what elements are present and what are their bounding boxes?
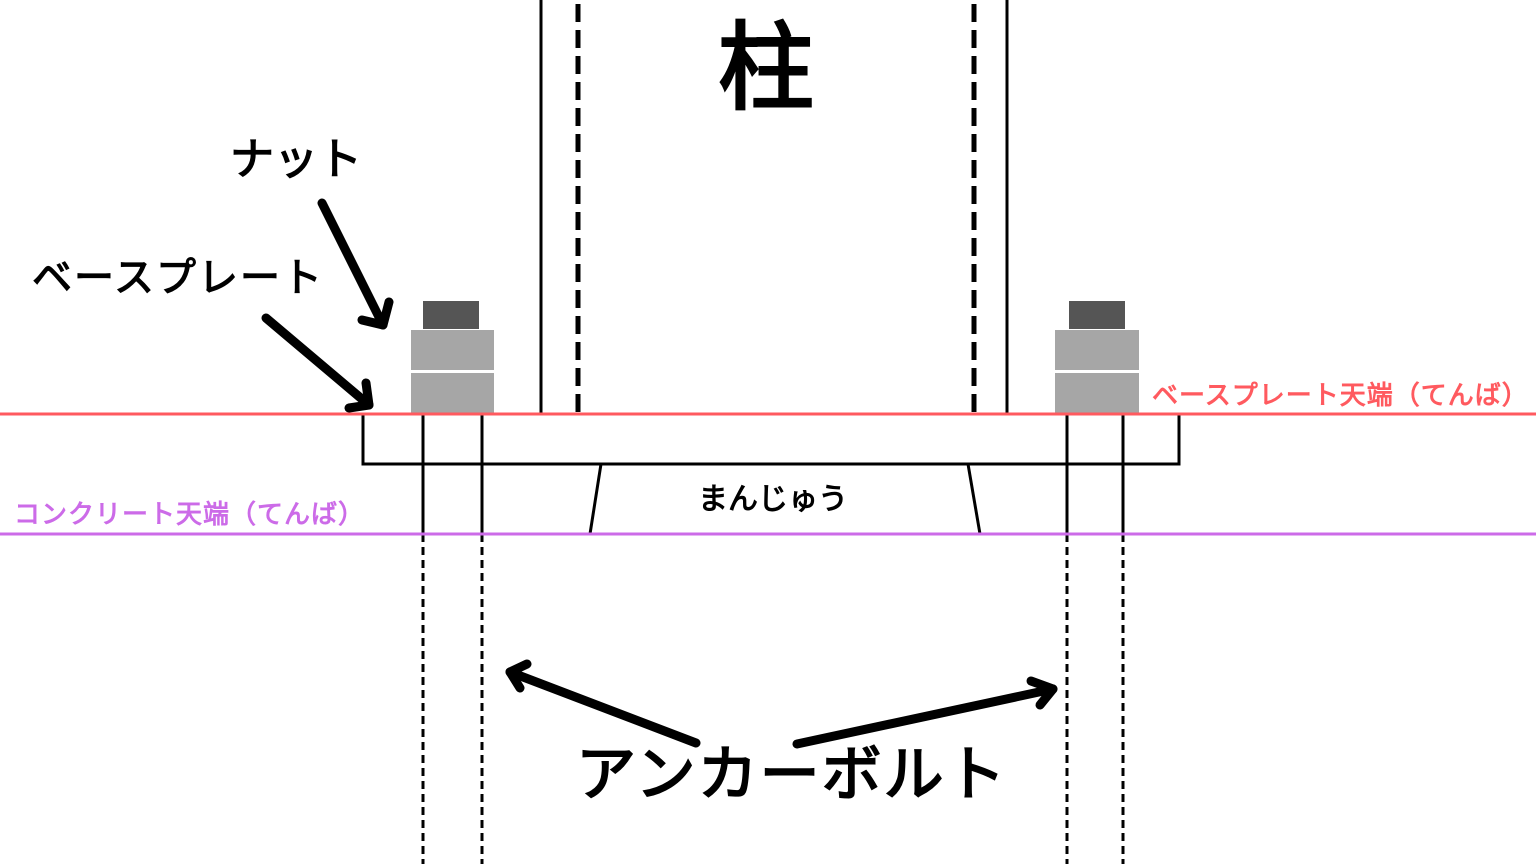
nut-label: ナット <box>230 134 362 185</box>
base-plate-top-label: ベースプレート天端（てんば） <box>1152 381 1529 411</box>
anchor-bolt-label: アンカーボルト <box>576 740 1008 810</box>
column-label: 柱 <box>718 12 814 124</box>
column <box>539 0 1009 414</box>
concrete-top-label: コンクリート天端（てんば） <box>14 500 366 530</box>
nut-right <box>1055 301 1139 414</box>
arrow-nut-icon <box>317 198 394 330</box>
manju-label: まんじゅう <box>698 482 848 517</box>
nut-left <box>411 301 494 414</box>
arrow-anchor-left-icon <box>505 659 701 748</box>
base-plate <box>361 414 1181 466</box>
anchor-bolt-left <box>421 414 484 864</box>
anchor-bolt-right <box>1065 414 1125 864</box>
arrow-anchor-right-icon <box>792 676 1058 749</box>
arrow-base-plate-icon <box>261 313 374 413</box>
manju-grout-pad <box>588 463 982 535</box>
base-plate-label: ベースプレート <box>32 255 324 301</box>
